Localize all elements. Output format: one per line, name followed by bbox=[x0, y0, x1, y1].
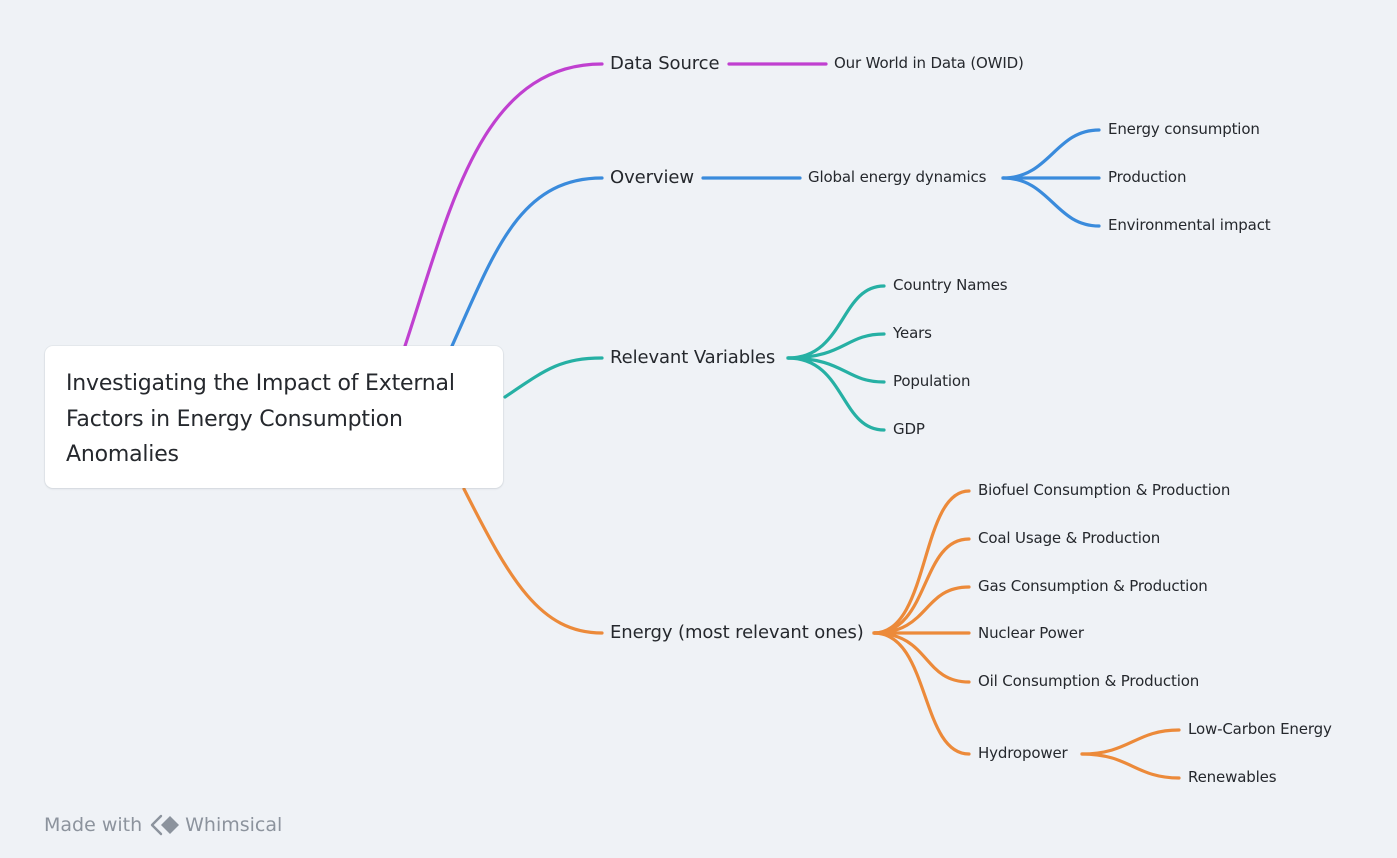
node-relevant-variables[interactable]: Relevant Variables bbox=[610, 347, 776, 368]
connector-global-environmental bbox=[1001, 176, 1101, 228]
whimsical-brand-text: Whimsical bbox=[185, 814, 283, 836]
connector-energy-coal bbox=[872, 537, 971, 635]
connector-variables-country bbox=[786, 284, 886, 360]
root-topic-text: Investigating the Impact of External Fac… bbox=[66, 371, 455, 467]
connector-global-consumption bbox=[1001, 128, 1101, 180]
made-with-text: Made with bbox=[44, 814, 143, 836]
connector-hydropower-lowcarbon bbox=[1080, 728, 1181, 756]
connector-root-variables bbox=[503, 356, 604, 399]
connector-energy-biofuel bbox=[872, 489, 971, 635]
node-energy[interactable]: Energy (most relevant ones) bbox=[610, 622, 864, 643]
node-low-carbon-energy[interactable]: Low-Carbon Energy bbox=[1188, 720, 1332, 738]
node-global-energy-dynamics[interactable]: Global energy dynamics bbox=[808, 168, 987, 186]
connector-energy-oil bbox=[872, 631, 971, 684]
node-environmental-impact[interactable]: Environmental impact bbox=[1108, 216, 1271, 234]
node-biofuel[interactable]: Biofuel Consumption & Production bbox=[978, 481, 1231, 499]
whimsical-logo-icon bbox=[150, 814, 180, 836]
node-data-source[interactable]: Data Source bbox=[610, 53, 720, 74]
connector-root-overview bbox=[450, 176, 604, 348]
made-with-whimsical-badge[interactable]: Made with Whimsical bbox=[44, 813, 282, 837]
connector-variables-population bbox=[786, 356, 886, 384]
node-owid[interactable]: Our World in Data (OWID) bbox=[834, 54, 1024, 72]
node-nuclear[interactable]: Nuclear Power bbox=[978, 624, 1084, 642]
connector-variables-gdp bbox=[786, 356, 886, 432]
connector-hydropower-renewables bbox=[1080, 752, 1181, 780]
node-gas[interactable]: Gas Consumption & Production bbox=[978, 577, 1208, 595]
node-population[interactable]: Population bbox=[893, 372, 971, 390]
node-years[interactable]: Years bbox=[893, 324, 932, 342]
node-country-names[interactable]: Country Names bbox=[893, 276, 1008, 294]
node-oil[interactable]: Oil Consumption & Production bbox=[978, 672, 1200, 690]
node-renewables[interactable]: Renewables bbox=[1188, 768, 1277, 786]
connector-root-energy bbox=[462, 487, 604, 635]
connector-root-datasource bbox=[403, 62, 604, 348]
node-production[interactable]: Production bbox=[1108, 168, 1187, 186]
connector-energy-hydropower bbox=[872, 631, 971, 756]
connector-energy-gas bbox=[872, 585, 971, 635]
node-energy-consumption[interactable]: Energy consumption bbox=[1108, 120, 1260, 138]
node-coal[interactable]: Coal Usage & Production bbox=[978, 529, 1161, 547]
node-gdp[interactable]: GDP bbox=[893, 420, 925, 438]
connector-variables-years bbox=[786, 332, 886, 360]
node-hydropower[interactable]: Hydropower bbox=[978, 744, 1068, 762]
root-topic-card[interactable]: Investigating the Impact of External Fac… bbox=[45, 346, 503, 488]
node-overview[interactable]: Overview bbox=[610, 167, 694, 188]
